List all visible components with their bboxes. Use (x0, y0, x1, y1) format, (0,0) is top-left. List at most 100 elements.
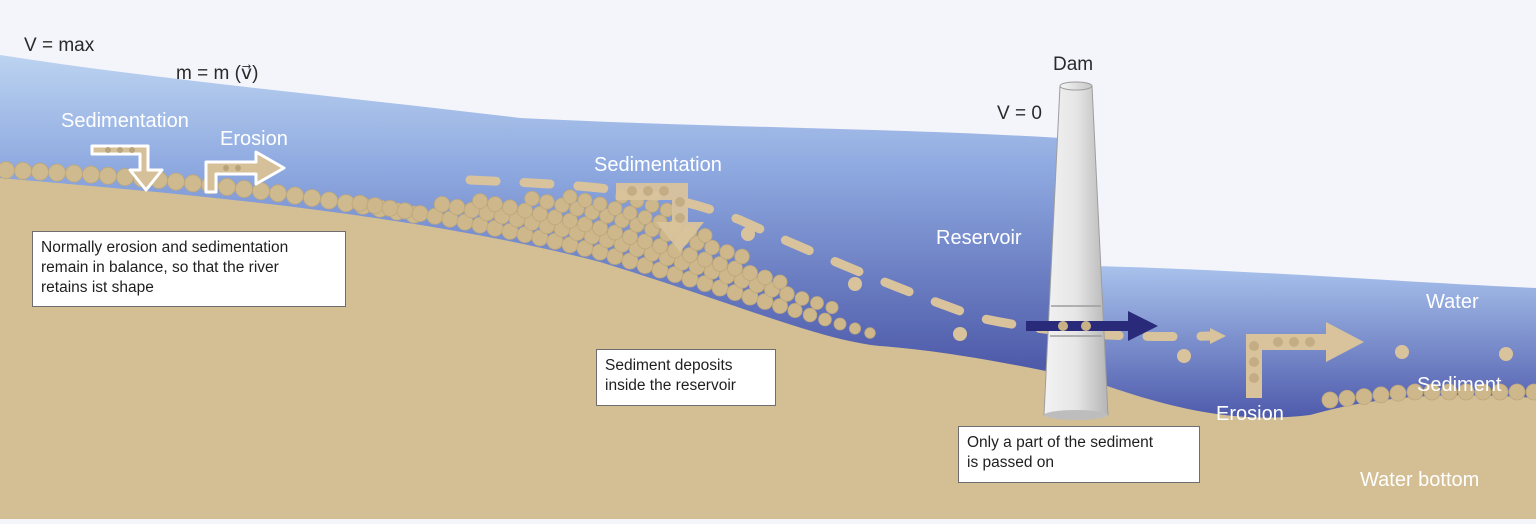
sediment-particle (351, 194, 369, 212)
sediment-particle (622, 205, 638, 221)
sediment-particle (1372, 386, 1390, 404)
sediment-particle (592, 220, 608, 236)
sediment-particle (48, 163, 66, 182)
sediment-particle (99, 166, 117, 185)
erosion-label-right: Erosion (1216, 403, 1284, 425)
sediment-particle (1457, 383, 1475, 401)
sediment-particle (1491, 383, 1509, 401)
sediment-particle (756, 293, 774, 310)
sediment-particle (1389, 384, 1407, 402)
sediment-particle (772, 274, 788, 290)
sediment-particle (366, 197, 384, 215)
dam-label: Dam (1053, 54, 1093, 75)
sediment-particle (487, 196, 503, 213)
sediment-particle (1525, 383, 1536, 401)
sediment-particle (622, 229, 638, 245)
reservoir-label: Reservoir (936, 227, 1022, 249)
sediment-particle (562, 212, 578, 229)
sediment-particle (320, 191, 338, 210)
sediment-particle (1499, 347, 1513, 361)
sediment-particle (1395, 345, 1409, 359)
sediment-particle (848, 277, 862, 291)
sediment-particle (810, 296, 824, 310)
water-bottom-label: Water bottom (1360, 469, 1479, 491)
sediment-particle (825, 300, 839, 314)
sediment-particle (381, 199, 399, 217)
downstream-sediment (1321, 383, 1536, 409)
sediment-particle (644, 198, 660, 213)
sediment-particle (502, 199, 518, 216)
velocity-max-label: V = max (24, 35, 95, 56)
sediment-particle (286, 186, 304, 205)
sediment-particle (269, 184, 287, 203)
sediment-particle (303, 189, 321, 207)
water-label: Water (1426, 291, 1479, 313)
sediment-particle (697, 228, 713, 243)
sedimentation-arrow-mid (616, 183, 704, 252)
sediment-particle (184, 174, 202, 193)
sediment-particle (719, 244, 735, 260)
sediment-particle (864, 327, 876, 339)
sedimentation-label-mid: Sedimentation (594, 154, 722, 176)
sediment-particle (757, 269, 773, 286)
sediment-particle (682, 247, 698, 263)
erosion-arrow-left (204, 150, 286, 194)
sediment-particle (637, 210, 653, 225)
sediment-particle (235, 180, 253, 198)
deposits-note: Sediment deposits inside the reservoir (596, 349, 776, 406)
sediment-particle (532, 205, 548, 222)
sediment-particle (607, 201, 623, 216)
sediment-particle (742, 265, 758, 281)
sediment-particle (411, 205, 429, 223)
sediment-particle (1338, 389, 1356, 407)
sediment-particle (82, 165, 100, 184)
sediment-particle (787, 302, 803, 318)
sediment-particle (734, 248, 750, 265)
sediment-particle (0, 161, 15, 180)
sediment-particle (396, 202, 414, 220)
sediment-particle (637, 233, 653, 250)
passed-on-note: Only a part of the sediment is passed on (958, 426, 1200, 483)
sediment-particle (802, 307, 818, 323)
sediment-particle (772, 298, 788, 314)
sediment-particle (1474, 383, 1492, 401)
sediment-particle (652, 238, 668, 254)
sediment-particle (1355, 388, 1373, 406)
sediment-label: Sediment (1417, 374, 1502, 396)
sediment-particle (14, 161, 32, 180)
sediment-particle (1321, 391, 1339, 409)
sediment-particle (741, 227, 755, 241)
sediment-particle (953, 327, 967, 341)
sediment-particle (704, 239, 720, 256)
sediment-deposit (0, 161, 876, 339)
sediment-particle (833, 317, 847, 331)
sediment-particle (65, 164, 83, 183)
sediment-particle (547, 209, 563, 226)
sediment-particle (31, 162, 49, 181)
sediment-particle (697, 251, 713, 268)
sediment-particle (1508, 383, 1526, 401)
sediment-particle (218, 178, 236, 196)
water-flow-arrow (1026, 311, 1158, 341)
erosion-label-left: Erosion (220, 128, 288, 150)
sediment-particle (607, 224, 623, 241)
sediment-particle (472, 193, 488, 210)
sediment-particle (727, 260, 743, 277)
sediment-particle (1177, 349, 1191, 363)
mass-formula-label: m = m (v⃗) (176, 63, 259, 84)
sediment-particle (448, 198, 466, 216)
sediment-particle (577, 216, 593, 233)
sediment-particle (592, 196, 608, 212)
sedimentation-label-left: Sedimentation (61, 110, 189, 132)
sediment-particle (779, 286, 795, 302)
sediment-particle (1440, 383, 1458, 401)
sediment-particle (794, 291, 810, 306)
velocity-zero-label: V = 0 (997, 103, 1042, 124)
sediment-particle (167, 172, 185, 191)
sediment-particle (1406, 383, 1424, 401)
sediment-particle (562, 189, 578, 205)
sedimentation-arrow-left (90, 144, 164, 192)
sediment-particle (1423, 383, 1441, 401)
sediment-particle (524, 190, 540, 207)
